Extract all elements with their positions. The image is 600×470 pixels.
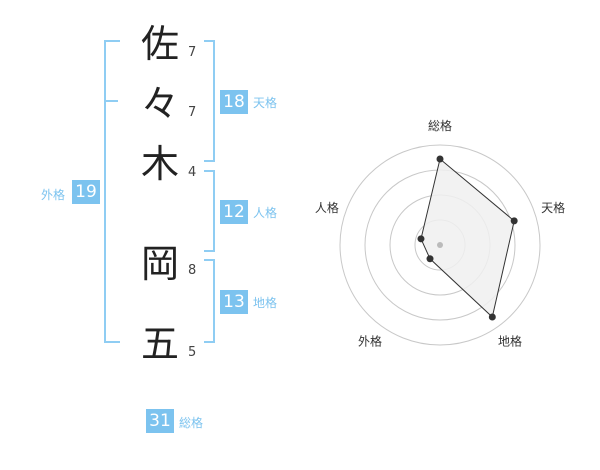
radar-data-polygon xyxy=(420,158,515,318)
radar-data-point xyxy=(510,217,518,225)
stroke-count-4: 8 xyxy=(188,263,197,278)
name-char-2: 々 xyxy=(140,82,179,126)
radar-axis-label: 天格 xyxy=(541,200,565,215)
soukaku-label: 総格 xyxy=(179,416,204,430)
gaikaku-value: 19 xyxy=(72,180,100,204)
stroke-count-2: 7 xyxy=(188,105,197,120)
radar-axis-label: 地格 xyxy=(498,333,522,348)
radar-axis-label: 人格 xyxy=(315,200,339,215)
name-char-3: 木 xyxy=(140,142,179,186)
jinkaku-value: 12 xyxy=(220,200,248,224)
name-char-1: 佐 xyxy=(140,22,179,66)
radar-center-dot xyxy=(437,242,443,248)
tenkaku-value: 18 xyxy=(220,90,248,114)
tenkaku-label: 天格 xyxy=(253,96,278,110)
radar-grid-ring xyxy=(339,144,541,346)
radar-axis-label: 外格 xyxy=(358,333,382,348)
jinkaku-bracket xyxy=(204,170,215,252)
chikaku-value: 13 xyxy=(220,290,248,314)
gaikaku-bracket-tick xyxy=(106,100,118,102)
gaikaku-bracket xyxy=(104,40,120,343)
radar-data-point xyxy=(417,235,425,243)
chikaku-label: 地格 xyxy=(253,296,278,310)
name-char-5: 五 xyxy=(140,322,179,366)
gaikaku-label: 外格 xyxy=(41,188,66,202)
name-char-4: 岡 xyxy=(140,242,179,286)
soukaku-value: 31 xyxy=(146,409,174,433)
stroke-count-1: 7 xyxy=(188,45,197,60)
radar-data-point xyxy=(488,313,496,321)
stroke-count-3: 4 xyxy=(188,165,197,180)
chikaku-bracket xyxy=(204,259,215,343)
radar-data-point xyxy=(436,155,444,163)
stroke-count-5: 5 xyxy=(188,345,197,360)
jinkaku-label: 人格 xyxy=(253,206,278,220)
tenkaku-bracket xyxy=(204,40,215,162)
radar-axis-label: 総格 xyxy=(428,118,452,133)
radar-data-point xyxy=(426,255,434,263)
